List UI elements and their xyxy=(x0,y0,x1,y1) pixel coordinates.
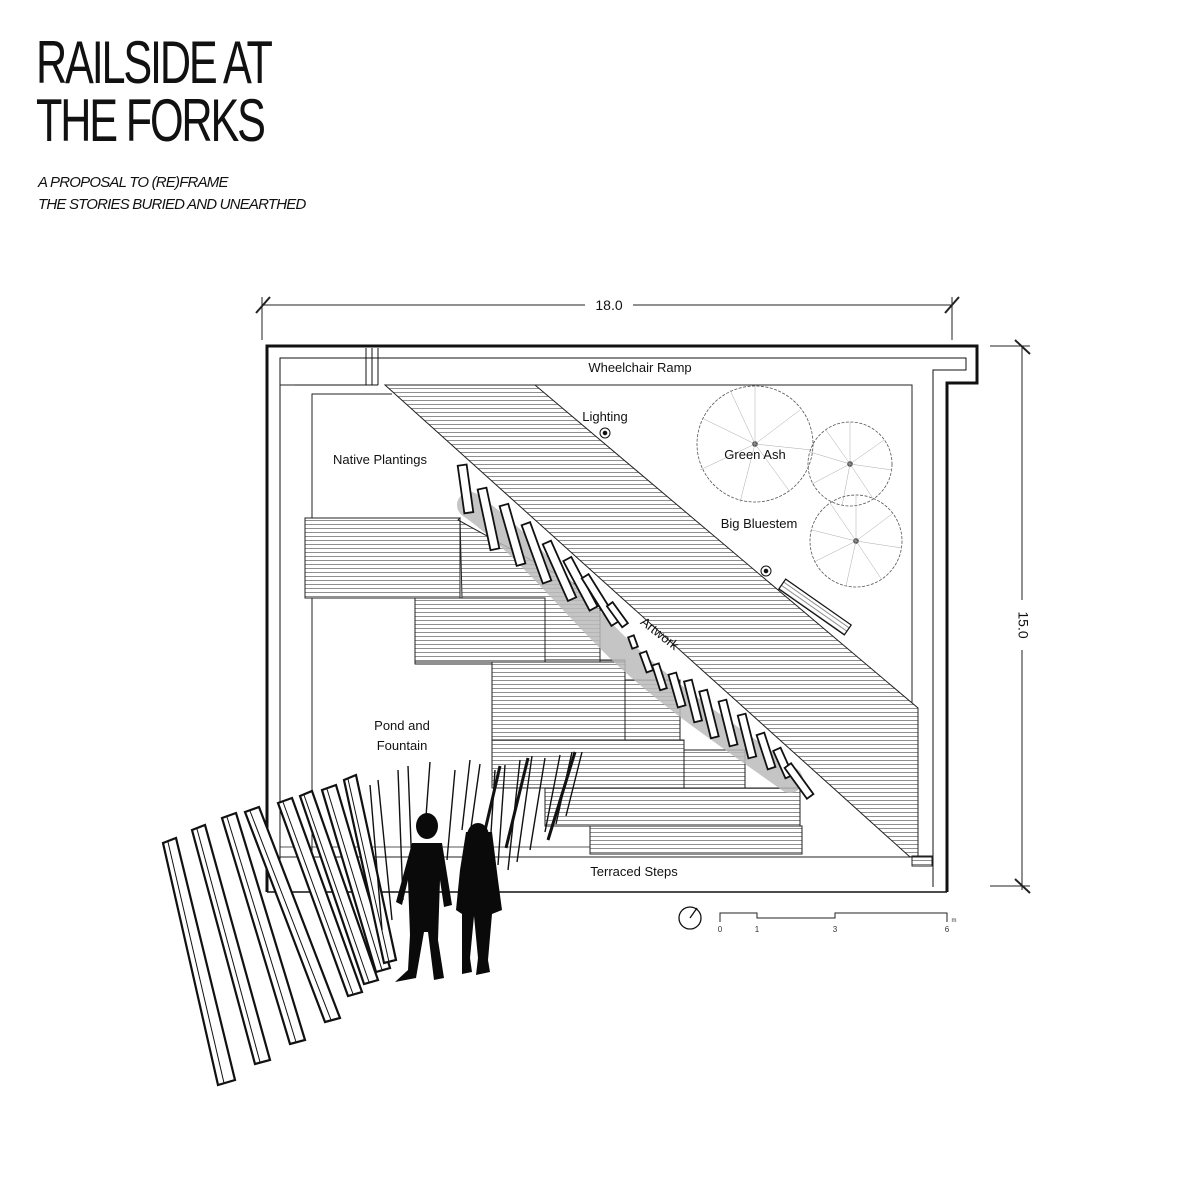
artwork-panel xyxy=(667,671,687,709)
artwork-panel xyxy=(682,678,704,724)
tree-icon xyxy=(809,494,903,588)
width-dimension xyxy=(255,296,960,340)
label-terraced-steps: Terraced Steps xyxy=(590,864,678,879)
label-big-bluestem: Big Bluestem xyxy=(721,516,798,531)
artwork-panel xyxy=(456,463,475,515)
artwork-panel xyxy=(520,521,553,585)
height-dimension xyxy=(990,339,1031,894)
artwork-panel xyxy=(783,762,815,800)
site-boundary xyxy=(265,344,979,893)
artwork-panel xyxy=(541,539,578,603)
label-pond-line-1: Pond and xyxy=(374,718,430,733)
scale-tick-1: 1 xyxy=(755,925,760,934)
width-dimension-label: 18.0 xyxy=(595,297,622,313)
artwork-panel xyxy=(736,712,758,760)
bench xyxy=(777,578,853,636)
tree-icon xyxy=(696,385,814,503)
artwork-panel xyxy=(498,502,527,568)
scale-tick-6: 6 xyxy=(945,925,950,934)
scale-unit: m xyxy=(952,918,957,924)
artwork-panel xyxy=(698,688,720,740)
artwork-panel xyxy=(626,634,640,650)
tree-icon xyxy=(807,421,893,507)
subtitle-line-2: THE STORIES BURIED AND UNEARTHED xyxy=(38,196,306,213)
subtitle-line-1: A PROPOSAL TO (RE)FRAME xyxy=(38,174,229,191)
scale-tick-3: 3 xyxy=(833,925,838,934)
scale-tick-0: 0 xyxy=(718,925,723,934)
label-lighting: Lighting xyxy=(582,409,628,424)
label-pond-line-2: Fountain xyxy=(377,738,428,753)
artwork-panel xyxy=(605,600,630,629)
label-green-ash: Green Ash xyxy=(724,447,785,462)
artwork-panel xyxy=(650,662,668,692)
artwork-panel xyxy=(580,572,620,628)
terraced-steps xyxy=(304,516,933,867)
foreground-artwork-perspective xyxy=(161,773,398,1087)
lighting-fixture-icon xyxy=(760,565,772,577)
artwork-panel xyxy=(755,731,777,771)
title-line-1: RAILSIDE AT xyxy=(36,29,273,96)
north-arrow-icon xyxy=(678,906,702,930)
page-subtitle: A PROPOSAL TO (RE)FRAME THE STORIES BURI… xyxy=(38,172,306,216)
height-dimension-label: 15.0 xyxy=(1015,611,1031,638)
artwork-panel xyxy=(638,650,655,674)
label-wheelchair-ramp: Wheelchair Ramp xyxy=(588,360,691,375)
wheelchair-ramp-diagonal xyxy=(383,384,919,858)
lighting-fixture-icon xyxy=(599,427,611,439)
label-native-plantings: Native Plantings xyxy=(333,452,427,467)
page-title: RAILSIDE AT THE FORKS xyxy=(36,29,273,154)
person-silhouette-icon xyxy=(456,823,502,975)
artwork-panel xyxy=(717,698,739,748)
scale-bar xyxy=(719,912,948,922)
person-silhouette-icon xyxy=(395,813,452,982)
artwork-installation xyxy=(456,463,815,800)
artwork-panel xyxy=(476,486,501,552)
title-line-2: THE FORKS xyxy=(36,87,266,154)
planting-beds xyxy=(280,384,913,860)
